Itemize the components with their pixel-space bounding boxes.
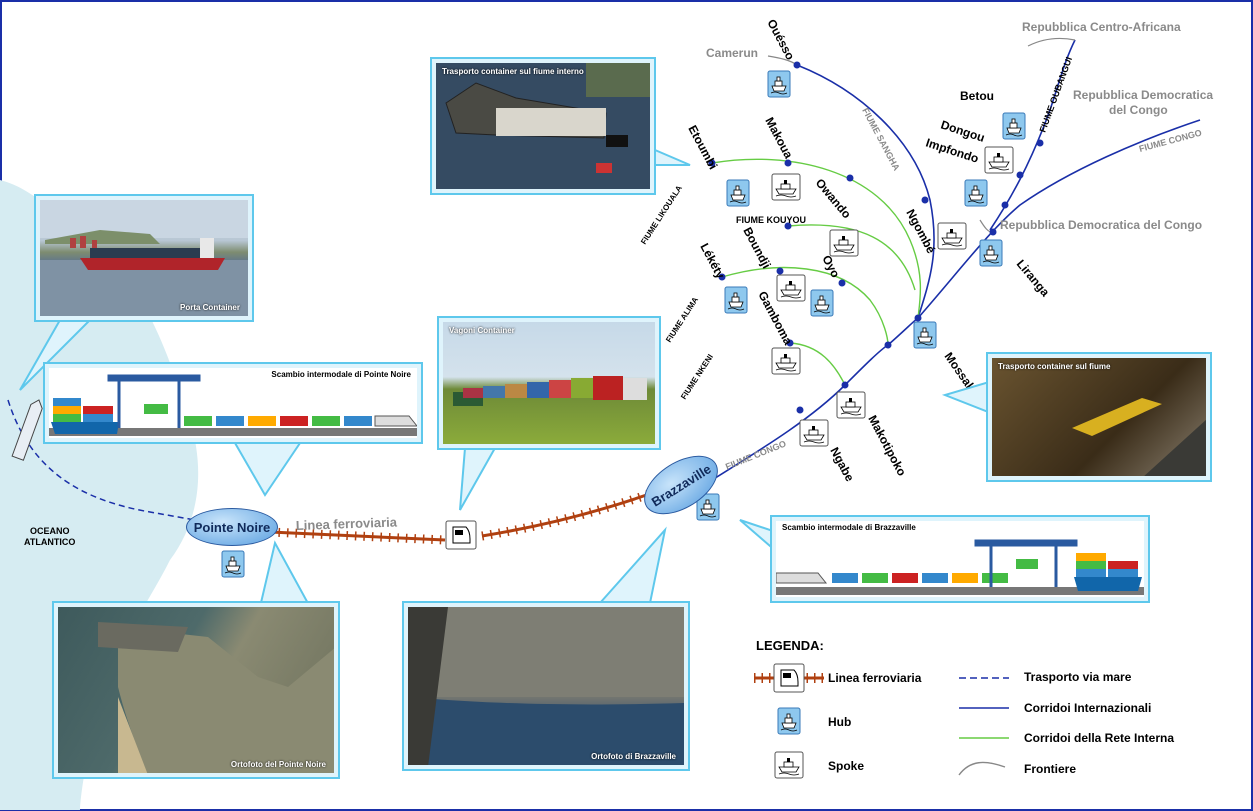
river-barge-image bbox=[1072, 398, 1206, 476]
river-label-congo-sw: FIUME CONGO bbox=[724, 438, 788, 471]
aerial-image-pointe-noire bbox=[98, 622, 334, 773]
legend-rail-label: Linea ferroviaria bbox=[828, 671, 922, 685]
spoke-icon[interactable] bbox=[771, 347, 801, 375]
train-icon[interactable] bbox=[445, 520, 477, 550]
intermodal-diagram-brazzaville bbox=[776, 539, 1144, 595]
river-label-oubangui: FIUME OUBANGUI bbox=[1037, 56, 1074, 134]
spoke-icon[interactable] bbox=[836, 391, 866, 419]
legend-border-label: Frontiere bbox=[1024, 762, 1077, 776]
hub-icon[interactable] bbox=[724, 286, 748, 314]
river-label-alima: FIUME ALIMA bbox=[664, 295, 700, 344]
town-label: Liranga bbox=[1014, 257, 1053, 299]
borders bbox=[767, 37, 1076, 233]
panel-scambio-brazzaville: Scambio intermodale di Brazzaville bbox=[770, 515, 1150, 603]
hub-icon[interactable] bbox=[221, 550, 245, 578]
hub-icon[interactable] bbox=[913, 321, 937, 349]
country-label-rca: Repubblica Centro-Africana bbox=[1022, 20, 1181, 34]
town-label: Etoumbi bbox=[685, 123, 720, 172]
spoke-icon[interactable] bbox=[984, 146, 1014, 174]
legend-hub-label: Hub bbox=[828, 715, 852, 729]
town-label: Owando bbox=[813, 176, 854, 221]
internal-corridors bbox=[711, 158, 922, 386]
legend-symbols-right bbox=[958, 677, 1009, 776]
hub-icon[interactable] bbox=[964, 179, 988, 207]
photo-caption: Vagoni Container bbox=[449, 326, 515, 335]
town-label: Makotipoko bbox=[865, 413, 909, 478]
photo-caption: Trasporto container sul fiume interno bbox=[442, 67, 584, 76]
barge-image bbox=[436, 63, 650, 189]
photo-vagoni: Vagoni Container bbox=[437, 316, 661, 450]
corridor-nodes bbox=[708, 61, 1044, 414]
photo-river-internal: Trasporto container sul fiume interno bbox=[430, 57, 656, 195]
town-label: Makoua bbox=[762, 115, 795, 161]
photo-ortofoto-pointe-noire: Ortofoto del Pointe Noire bbox=[52, 601, 340, 779]
photo-caption: Porta Container bbox=[179, 303, 240, 312]
legend-sea-label: Trasporto via mare bbox=[1024, 670, 1132, 684]
legend-symbols-left bbox=[754, 663, 824, 779]
town-label: Betou bbox=[960, 89, 994, 103]
legend-intl-label: Corridoi Internazionali bbox=[1024, 701, 1152, 715]
intermodal-diagram-pointe-noire bbox=[49, 374, 417, 436]
legend-internal-label: Corridoi della Rete Interna bbox=[1024, 731, 1175, 745]
photo-ortofoto-brazzaville: Ortofoto di Brazzaville bbox=[402, 601, 690, 771]
town-label: Ouésso bbox=[764, 17, 797, 62]
hub-icon[interactable] bbox=[979, 239, 1003, 267]
photo-caption: Ortofoto di Brazzaville bbox=[591, 752, 676, 761]
river-label-nkeni: FIUME NKENI bbox=[679, 353, 715, 402]
spoke-icon[interactable] bbox=[799, 419, 829, 447]
town-label: Oyo bbox=[819, 253, 842, 280]
river-label-sangha: FIUME SANGHA bbox=[860, 106, 902, 173]
river-label-kouyou: FIUME KOUYOU bbox=[736, 215, 806, 225]
town-label: Ngabe bbox=[827, 445, 857, 484]
railway-line bbox=[269, 487, 657, 545]
hub-icon[interactable] bbox=[810, 289, 834, 317]
legend-hub-icon bbox=[777, 707, 801, 735]
panel-scambio-pointe-noire: Scambio intermodale di Pointe Noire bbox=[43, 362, 423, 444]
spoke-icon[interactable] bbox=[829, 229, 859, 257]
rail-label: Linea ferroviaria bbox=[296, 514, 398, 533]
spoke-icon[interactable] bbox=[937, 222, 967, 250]
town-label: Boundji bbox=[740, 225, 773, 271]
spoke-icon[interactable] bbox=[771, 173, 801, 201]
sea-route bbox=[7, 399, 196, 521]
country-label-rdc-2: Repubblica Democratica del Congo bbox=[1000, 218, 1202, 232]
hub-icon[interactable] bbox=[767, 70, 791, 98]
photo-caption: Trasporto container sul fiume bbox=[998, 362, 1111, 371]
legend-spoke-label: Spoke bbox=[828, 759, 865, 773]
photo-caption: Ortofoto del Pointe Noire bbox=[230, 760, 326, 769]
legend-spoke-icon bbox=[774, 751, 804, 779]
diagram-title: Scambio intermodale di Brazzaville bbox=[782, 523, 916, 532]
town-label: Lékéty bbox=[697, 241, 727, 281]
photo-river: Trasporto container sul fiume bbox=[986, 352, 1212, 482]
spoke-icon[interactable] bbox=[776, 274, 806, 302]
ship-icon bbox=[11, 399, 43, 461]
hub-icon[interactable] bbox=[726, 179, 750, 207]
train-image bbox=[453, 376, 647, 406]
container-ship-image bbox=[40, 200, 248, 316]
country-label-camerun: Camerun bbox=[706, 46, 758, 60]
hub-icon[interactable] bbox=[1002, 112, 1026, 140]
city-pointe-noire[interactable]: Pointe Noire bbox=[186, 508, 278, 546]
diagram-title: Scambio intermodale di Pointe Noire bbox=[271, 370, 411, 379]
river-label-congo-ne: FIUME CONGO bbox=[1138, 128, 1203, 154]
legend-title: LEGENDA: bbox=[756, 638, 824, 653]
aerial-image-brazzaville bbox=[408, 607, 684, 765]
photo-porta-container: Porta Container bbox=[34, 194, 254, 322]
legend-train-icon bbox=[773, 663, 805, 693]
